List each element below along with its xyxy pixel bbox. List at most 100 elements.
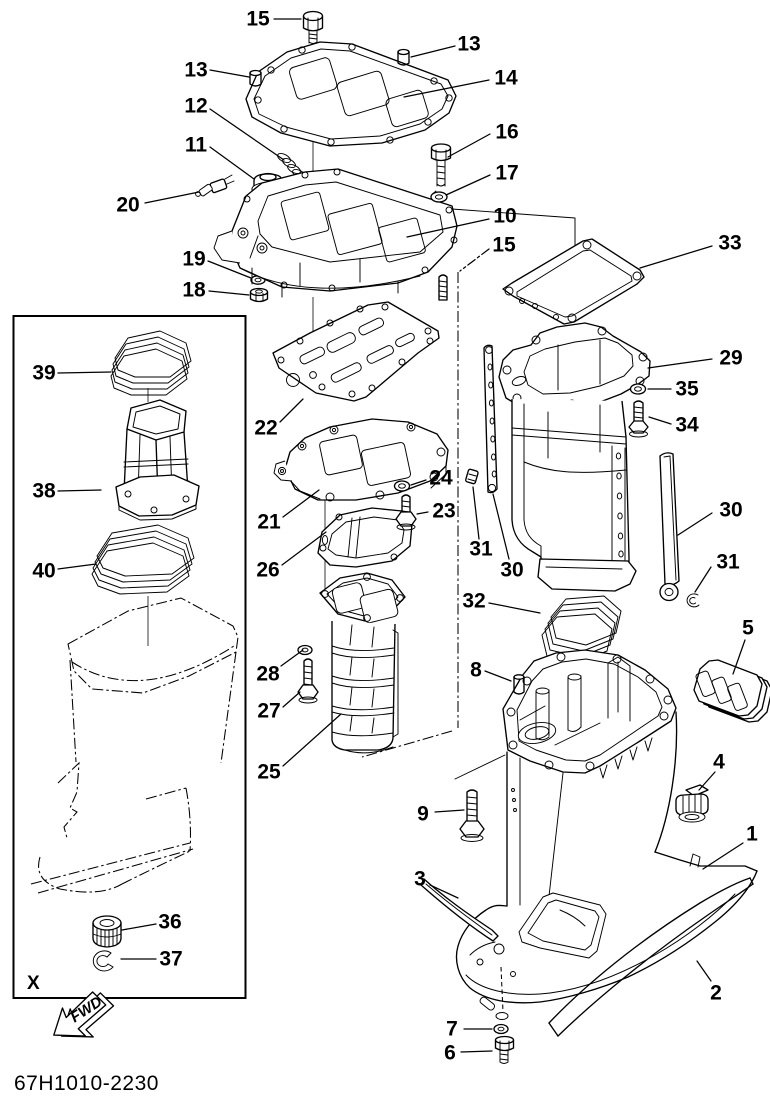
callout-12-2: 12 [184,95,207,118]
callout-19-5: 19 [182,248,205,271]
part-30-seal-strip-right [659,452,680,602]
callout-leader-13-1 [209,69,250,78]
bolt-15-icon [302,10,324,44]
washer-28-icon [297,644,313,656]
callout-leader-28-29 [280,649,304,667]
callout-leader-2-36 [696,960,712,982]
bolt-23-icon [395,494,417,531]
dowel-13b-icon [397,48,410,66]
callout-leader-23-19 [416,511,429,515]
stud-34-icon [628,400,649,438]
callout-34-16: 34 [675,414,699,437]
washer-7-icon [493,1023,509,1035]
callout-leader-18-6 [208,290,250,296]
part-3-trim-seal [420,878,499,942]
part-21-muffler-plate [273,418,449,502]
callout-leader-20-4 [144,191,200,204]
bolt-9-icon [459,789,485,842]
callout-23-19: 23 [432,500,455,523]
part-29-exhaust-duct [498,322,651,592]
bolt-27-icon [297,658,319,704]
callout-1-34: 1 [746,823,758,846]
callout-9-32: 9 [417,803,429,826]
callout-13-7: 13 [457,33,480,56]
callout-leader-14-8 [403,79,490,98]
callout-14-8: 14 [494,67,518,90]
callout-leader-25-31 [282,713,342,767]
callout-leader-30-23 [492,493,510,560]
bolt-16-icon [430,143,452,187]
callout-27-30: 27 [257,700,280,723]
part-36-bushing [92,915,122,948]
callout-leader-40-41 [57,563,97,570]
casing-studs [535,656,631,741]
part-33-gasket [502,238,645,325]
dowel-13-icon [249,69,262,87]
callout-30-24: 30 [719,499,742,522]
callout-18-6: 18 [182,279,206,302]
callout-7-37: 7 [446,1018,458,1041]
callout-leader-32-26 [488,602,541,614]
callout-leader-27-30 [282,691,301,708]
part-4-anode [675,784,709,823]
washer-24-icon [393,480,411,492]
callout-37-43: 37 [159,948,182,971]
callout-11-3: 11 [185,134,208,157]
part-14-top-gasket [245,41,457,147]
callout-30-23: 30 [500,559,523,582]
phantom-casing-outline [30,597,239,894]
stud-15b-icon [438,274,448,301]
fwd-arrow: FWD [53,991,115,1038]
group-phantom-line [361,272,459,758]
callout-leader-10-11 [406,218,490,238]
callout-leader-3-35 [429,884,459,899]
callout-leader-33-13 [639,245,713,269]
callout-31-25: 31 [716,551,740,574]
callout-8-28: 8 [470,659,482,682]
callout-leader-8-28 [484,670,512,682]
callout-24-18: 24 [429,467,453,490]
callout-leader-21-20 [282,489,320,518]
inset-box [12,315,247,999]
nut-18-icon [249,287,269,303]
part-30-seal-strip-left [483,344,498,494]
callout-leader-5-27 [732,639,746,675]
inset-x-label: X [27,973,40,994]
callout-28-29: 28 [256,663,280,686]
circlip-37-icon [92,950,114,972]
drawing-code: 67H1010-2230 [14,1072,159,1095]
callout-36-42: 36 [158,911,181,934]
callout-5-27: 5 [742,617,754,640]
callout-leader-30-24 [677,512,713,536]
callout-leader-31-22 [472,486,480,540]
part-5-exhaust-louver [693,659,770,723]
callout-10-11: 10 [493,205,516,228]
callout-17-10: 17 [495,162,518,185]
callout-leader-26-21 [281,531,327,566]
callout-32-26: 32 [462,590,485,613]
part-10-exhaust-manifold [213,168,458,298]
callout-6-38: 6 [444,1042,456,1065]
pin-8-icon [513,674,525,695]
part-1-upper-casing [455,649,758,1004]
callout-33-13: 33 [718,232,741,255]
callout-leader-9-32 [434,809,465,813]
callout-leader-38-40 [57,489,102,492]
callout-26-21: 26 [256,559,279,582]
callout-leader-1-34 [702,842,744,870]
callout-21-20: 21 [257,511,281,534]
part-38-exhaust-guide [115,399,200,521]
callout-leader-19-5 [207,260,252,279]
callout-15-0: 15 [246,8,270,31]
callout-2-36: 2 [710,982,722,1005]
callout-leader-6-38 [460,1050,493,1053]
fitting-20-icon [195,174,235,197]
callout-leader-34-16 [648,416,672,425]
callout-3-35: 3 [414,868,426,891]
part-40-seal-lower [91,524,195,595]
callout-13-1: 13 [184,59,207,82]
callout-29-14: 29 [719,347,742,370]
